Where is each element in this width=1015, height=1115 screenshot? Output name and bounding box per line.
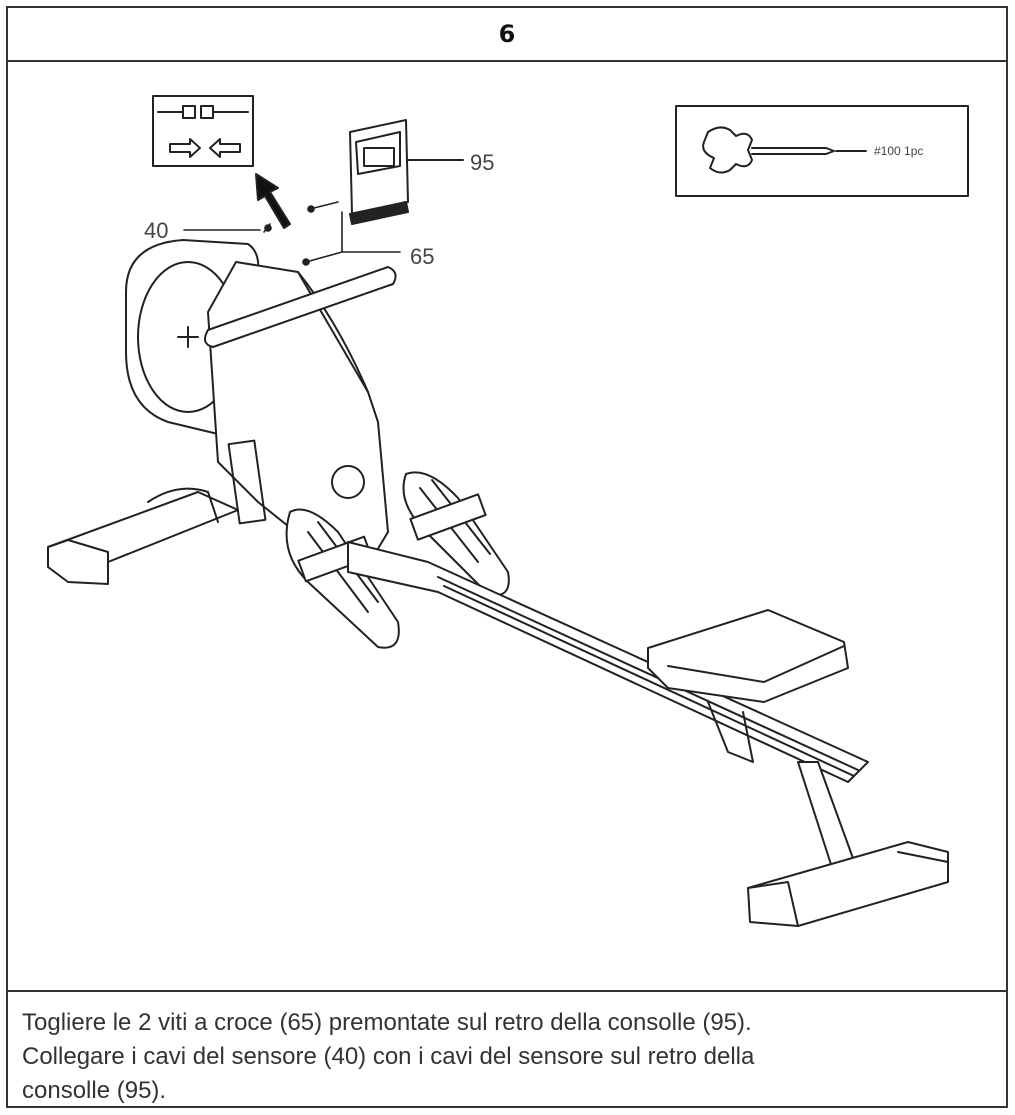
callout-95: 95 xyxy=(470,150,494,175)
right-pedal xyxy=(402,471,510,596)
seat xyxy=(647,609,849,703)
slide-rail xyxy=(347,541,869,783)
instruction-line-3: consolle (95). xyxy=(22,1077,167,1104)
cable-connection-inset xyxy=(152,95,254,167)
console-part xyxy=(349,119,464,225)
assembly-illustration: 95 40 65 #100 1pc xyxy=(8,62,1006,990)
rowing-machine-drawing: 95 40 65 #100 1pc xyxy=(47,95,969,927)
callout-65: 65 xyxy=(410,244,434,269)
handle-bar xyxy=(203,266,397,348)
rear-support xyxy=(747,761,949,927)
callout-40: 40 xyxy=(144,218,168,243)
cable-and-screws xyxy=(183,201,401,266)
direction-arrow xyxy=(255,173,291,229)
instruction-line-2: Collegare i cavi del sensore (40) con i … xyxy=(22,1043,755,1070)
instruction-text: Togliere le 2 viti a croce (65) premonta… xyxy=(8,990,1006,1108)
main-column xyxy=(207,261,389,563)
parts-label: #100 1pc xyxy=(874,144,923,158)
step-number: 6 xyxy=(8,8,1006,62)
parts-box xyxy=(675,105,969,197)
front-stabilizer xyxy=(47,487,239,585)
instruction-line-1: Togliere le 2 viti a croce (65) premonta… xyxy=(22,1009,752,1036)
instruction-panel: 6 xyxy=(6,6,1008,1108)
